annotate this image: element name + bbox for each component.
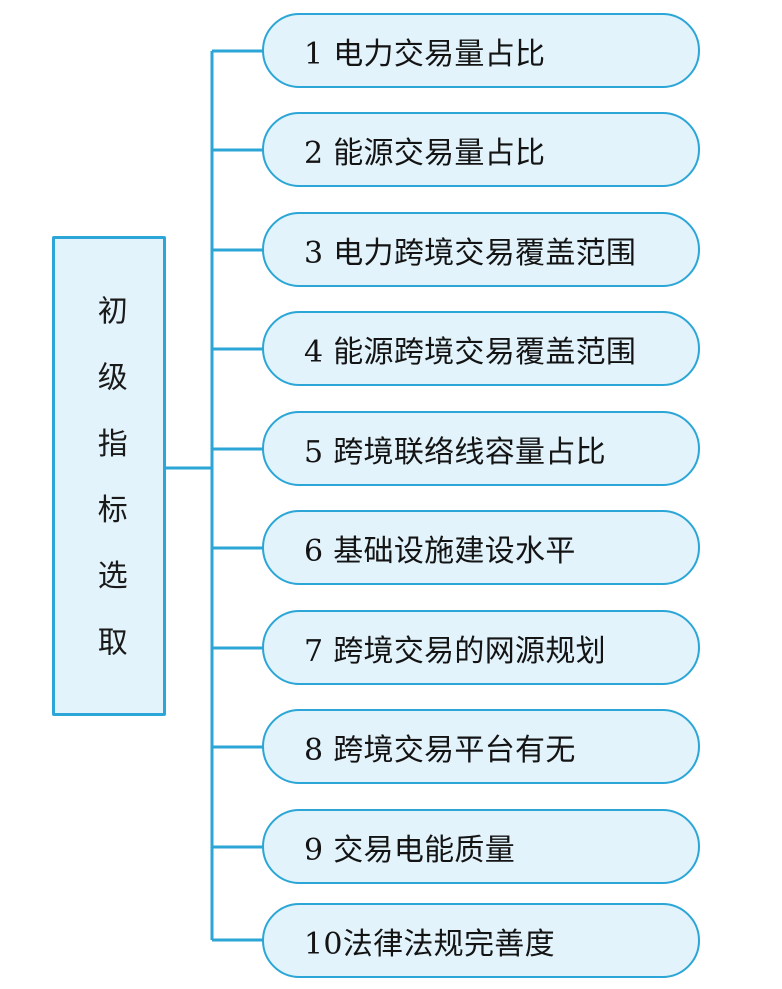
leaf-node-2[interactable]: 2 能源交易量占比 — [262, 112, 700, 187]
leaf-node-label-9: 9 交易电能质量 — [304, 832, 516, 868]
leaf-node-3[interactable]: 3 电力跨境交易覆盖范围 — [262, 212, 700, 287]
root-node[interactable]: 初 级 指 标 选 取 — [52, 236, 166, 716]
leaf-node-label-4: 4 能源跨境交易覆盖范围 — [304, 334, 637, 370]
leaf-node-label-7: 7 跨境交易的网源规划 — [304, 633, 606, 669]
leaf-node-label-3: 3 电力跨境交易覆盖范围 — [304, 235, 637, 271]
leaf-node-6[interactable]: 6 基础设施建设水平 — [262, 510, 700, 585]
leaf-node-7[interactable]: 7 跨境交易的网源规划 — [262, 610, 700, 685]
leaf-node-label-5: 5 跨境联络线容量占比 — [304, 434, 606, 470]
leaf-node-label-8: 8 跨境交易平台有无 — [304, 732, 576, 768]
leaf-node-10[interactable]: 10法律法规完善度 — [262, 903, 700, 978]
leaf-node-label-10: 10法律法规完善度 — [304, 926, 555, 962]
leaf-node-1[interactable]: 1 电力交易量占比 — [262, 13, 700, 88]
leaf-node-8[interactable]: 8 跨境交易平台有无 — [262, 709, 700, 784]
leaf-node-label-2: 2 能源交易量占比 — [304, 135, 546, 171]
leaf-node-label-6: 6 基础设施建设水平 — [304, 533, 576, 569]
leaf-node-5[interactable]: 5 跨境联络线容量占比 — [262, 411, 700, 486]
leaf-node-4[interactable]: 4 能源跨境交易覆盖范围 — [262, 311, 700, 386]
leaf-node-label-1: 1 电力交易量占比 — [304, 36, 546, 72]
leaf-node-9[interactable]: 9 交易电能质量 — [262, 809, 700, 884]
root-node-label: 初 级 指 标 选 取 — [91, 295, 127, 657]
